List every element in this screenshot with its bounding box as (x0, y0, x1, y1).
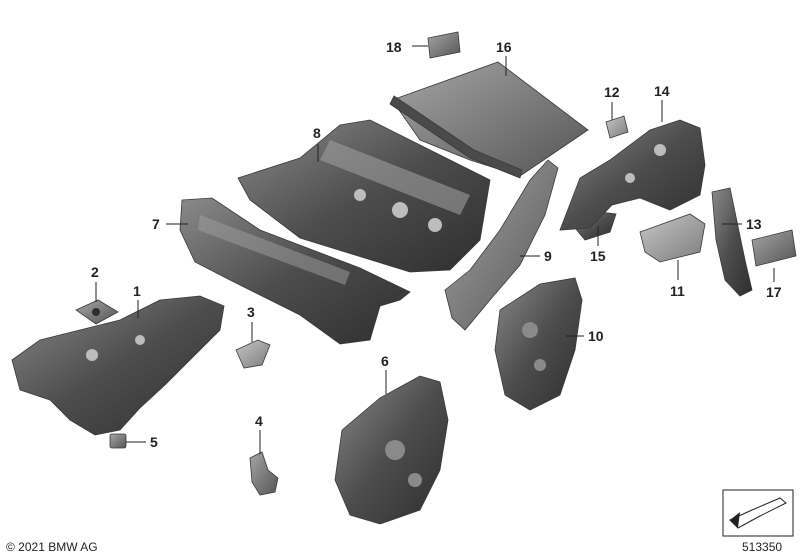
part-4-bracket (249, 451, 279, 496)
callout-10: 10 (588, 328, 604, 344)
part-13-panel (711, 187, 753, 297)
part-16-shelf-insulation (389, 61, 589, 179)
callout-13: 13 (746, 216, 762, 232)
callout-14: 14 (654, 83, 670, 99)
callout-8: 8 (313, 125, 321, 141)
part-14-wheel-arch-insulation (559, 119, 706, 231)
callout-2: 2 (91, 264, 99, 280)
part-1-tunnel-insulation (11, 295, 225, 436)
callout-7: 7 (152, 216, 160, 232)
document-number: 513350 (742, 540, 783, 554)
part-9-pillar-insulation (444, 159, 559, 331)
part-5-clip (109, 433, 127, 449)
part-7-floor-insulation (179, 197, 411, 345)
callout-12: 12 (604, 84, 620, 100)
callout-15: 15 (590, 248, 606, 264)
part-8-rear-floor-insulation (237, 119, 491, 273)
part-12-pad (605, 115, 629, 139)
callout-16: 16 (496, 39, 512, 55)
copyright-text: © 2021 BMW AG (6, 540, 98, 554)
leader-lines (95, 45, 775, 454)
part-18-pad (427, 31, 461, 59)
callout-9: 9 (544, 248, 552, 264)
callout-17: 17 (766, 284, 782, 300)
part-17-pad (751, 229, 797, 267)
callout-11: 11 (670, 283, 685, 299)
callout-4: 4 (255, 413, 263, 429)
callout-1: 1 (133, 283, 141, 299)
part-6-front-door-panel (334, 375, 449, 525)
part-11-pad (639, 213, 706, 263)
part-10-rear-door-panel (494, 277, 583, 411)
callout-6: 6 (381, 353, 389, 369)
callout-3: 3 (247, 304, 255, 320)
part-3-bracket (235, 339, 271, 369)
vehicle-orientation-icon (722, 489, 794, 537)
callout-18: 18 (386, 39, 402, 55)
callout-5: 5 (150, 434, 158, 450)
